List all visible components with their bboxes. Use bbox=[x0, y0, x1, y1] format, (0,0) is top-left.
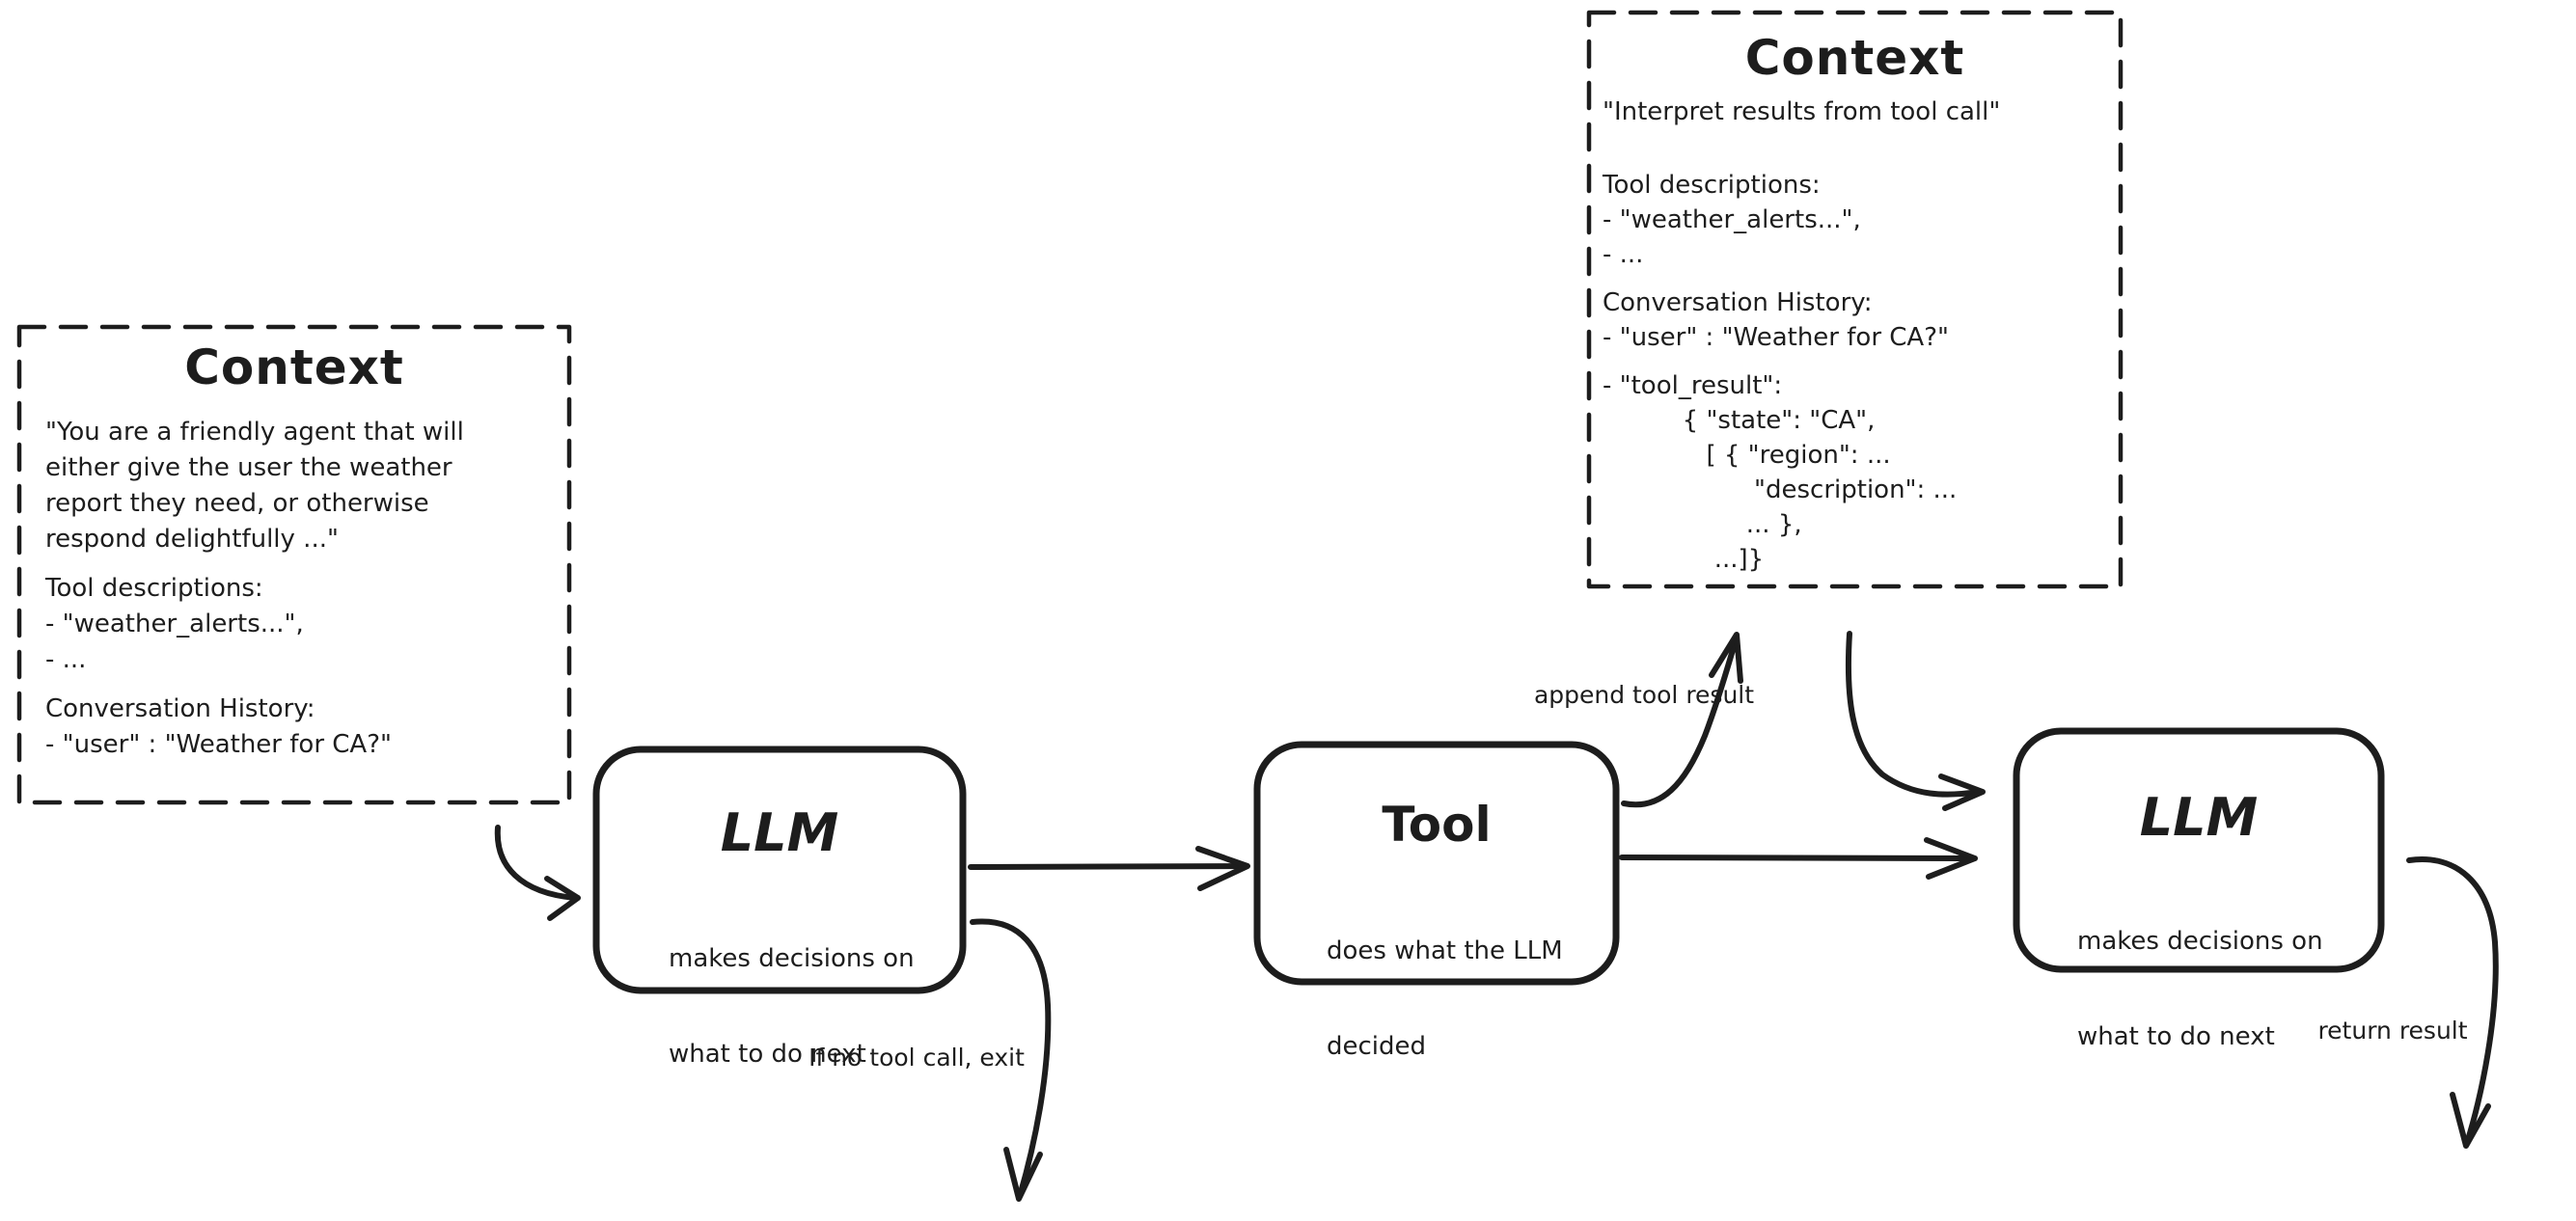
arrow-llm1-to-tool bbox=[968, 846, 1250, 891]
arrow-llm1-exit bbox=[970, 918, 1052, 1202]
context-line: - "weather_alerts...", bbox=[45, 610, 304, 638]
label-append-tool-result: append tool result bbox=[1533, 681, 1755, 709]
context-line: { "state": "CA", bbox=[1603, 406, 1876, 435]
context-line: either give the user the weather bbox=[45, 453, 452, 482]
llm1-box-border bbox=[592, 746, 967, 994]
tool-description: does what the LLM decided bbox=[1327, 872, 1563, 1126]
context-line: - ... bbox=[45, 645, 87, 674]
llm2-desc-line2: what to do next bbox=[2077, 1022, 2275, 1051]
context-left-border bbox=[16, 324, 572, 805]
tool-title: Tool bbox=[1382, 797, 1492, 853]
tool-box-border bbox=[1253, 741, 1620, 986]
tool-desc-line2: decided bbox=[1327, 1032, 1427, 1061]
context-line: - "tool_result": bbox=[1603, 371, 1783, 400]
context-line: - ... bbox=[1603, 240, 1644, 269]
context-line: Tool descriptions: bbox=[45, 574, 263, 603]
tool-desc-line1: does what the LLM bbox=[1327, 936, 1563, 965]
arrow-llm2-return-result bbox=[2406, 856, 2499, 1149]
context-line: ...]} bbox=[1603, 545, 1765, 574]
arrow-tool-to-llm2 bbox=[1619, 837, 1978, 880]
context-line: [ { "region": ... bbox=[1603, 441, 1891, 470]
context-line: - "weather_alerts...", bbox=[1603, 205, 1861, 234]
context-line: report they need, or otherwise bbox=[45, 489, 429, 518]
llm1-desc-line2: what to do next bbox=[669, 1040, 866, 1069]
llm1-description: makes decisions on what to do next bbox=[669, 880, 915, 1134]
context-line: "description": ... bbox=[1603, 475, 1958, 504]
arrow-context-left-to-llm1 bbox=[494, 825, 581, 921]
context-line: ... }, bbox=[1603, 510, 1802, 539]
context-line: Conversation History: bbox=[1603, 288, 1873, 317]
arrow-context-right-to-llm2 bbox=[1845, 631, 1986, 811]
context-left-body: "You are a friendly agent that will eith… bbox=[45, 415, 464, 763]
label-return-result: return result bbox=[2317, 1017, 2468, 1045]
llm2-desc-line1: makes decisions on bbox=[2077, 927, 2323, 956]
context-left-title: Context bbox=[184, 339, 404, 395]
context-line: "Interpret results from tool call" bbox=[1603, 97, 2001, 126]
context-right-border bbox=[1586, 10, 2124, 589]
llm1-desc-line1: makes decisions on bbox=[669, 944, 915, 973]
llm2-title: LLM bbox=[2139, 787, 2259, 848]
arrow-tool-append-result bbox=[1621, 632, 1743, 808]
llm2-description: makes decisions on what to do next bbox=[2077, 862, 2323, 1117]
context-line: respond delightfully ..." bbox=[45, 525, 339, 554]
context-right-title: Context bbox=[1744, 30, 1965, 86]
label-if-no-tool-call-exit: If no tool call, exit bbox=[808, 1044, 1025, 1072]
context-line: - "user" : "Weather for CA?" bbox=[45, 730, 392, 759]
llm1-title: LLM bbox=[720, 802, 839, 863]
llm2-box-border bbox=[2013, 727, 2385, 973]
context-right-body: "Interpret results from tool call" Tool … bbox=[1603, 95, 2000, 577]
context-line: Conversation History: bbox=[45, 694, 315, 723]
context-line: Tool descriptions: bbox=[1603, 171, 1821, 200]
context-line: - "user" : "Weather for CA?" bbox=[1603, 323, 1949, 352]
context-line: "You are a friendly agent that will bbox=[45, 418, 464, 447]
